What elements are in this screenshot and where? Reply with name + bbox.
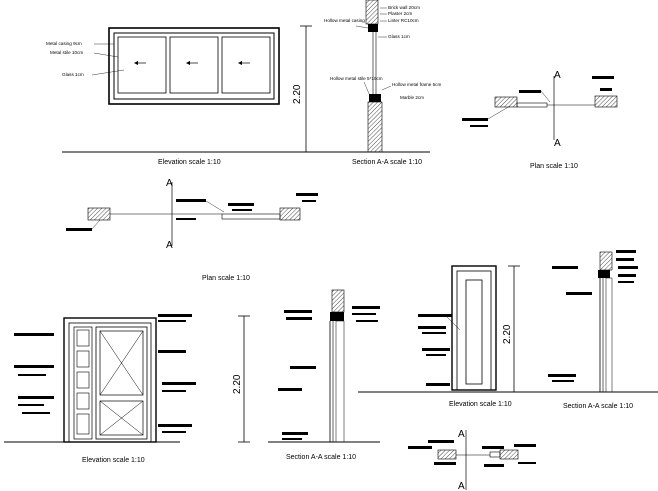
window-elevation: 2.20 Metal casing 9cm Metal stile 10cm G…: [46, 25, 312, 166]
door2-section: Section A-A scale 1:10: [548, 250, 658, 410]
door-section-caption: Section A-A scale 1:10: [286, 454, 356, 461]
door-elevation-caption: Elevation scale 1:10: [82, 457, 145, 464]
note-hollow-stile: Hollow metal stile 5*10cm: [330, 76, 383, 81]
small-plan: A A: [408, 429, 536, 491]
section-mark-a: A: [166, 240, 173, 251]
door2-height-dim: 2.20: [502, 324, 513, 344]
section-mark-a: A: [554, 138, 561, 149]
door-plan: A A Plan scale 1:10: [66, 178, 318, 282]
door-section: Section A-A scale 1:10: [268, 289, 380, 461]
note-glass: Glass 1cm: [62, 72, 84, 77]
door-height-dim: 2.20: [232, 374, 243, 394]
section-mark-a: A: [458, 481, 465, 491]
note-hollow-frame: Hollow metal frame 5cm: [392, 82, 441, 87]
window-plan: A A Plan scale 1:10: [462, 70, 618, 170]
section-mark-a: A: [166, 178, 173, 189]
door-elevation: 2.20 Elevation scale 1:10: [4, 314, 250, 464]
window-section: Brick wall 20cm Plaster 2cm Linter RC10c…: [310, 0, 441, 166]
section-mark-a: A: [554, 70, 561, 81]
door2-elevation: 2.20 Elevation scale 1:10: [358, 265, 548, 408]
note-marble: Marble 2cm: [400, 95, 424, 100]
note-metal-casing: Metal casing 9cm: [46, 41, 82, 46]
note-brick-wall: Brick wall 20cm: [388, 5, 420, 10]
note-hollow-casing: Hollow metal casing: [324, 18, 365, 23]
note-glass-section: Glass 1cm: [388, 34, 410, 39]
door2-section-caption: Section A-A scale 1:10: [563, 403, 633, 410]
window-plan-caption: Plan scale 1:10: [530, 163, 578, 170]
section-mark-a: A: [458, 429, 465, 440]
window-elevation-caption: Elevation scale 1:10: [158, 159, 221, 166]
door2-elevation-caption: Elevation scale 1:10: [449, 401, 512, 408]
window-section-caption: Section A-A scale 1:10: [352, 159, 422, 166]
window-height-dim: 2.20: [292, 84, 303, 104]
note-linter: Linter RC10cm: [388, 18, 419, 23]
note-plaster: Plaster 2cm: [388, 11, 412, 16]
note-metal-stile: Metal stile 10cm: [50, 50, 83, 55]
mid-plan-caption: Plan scale 1:10: [202, 275, 250, 282]
